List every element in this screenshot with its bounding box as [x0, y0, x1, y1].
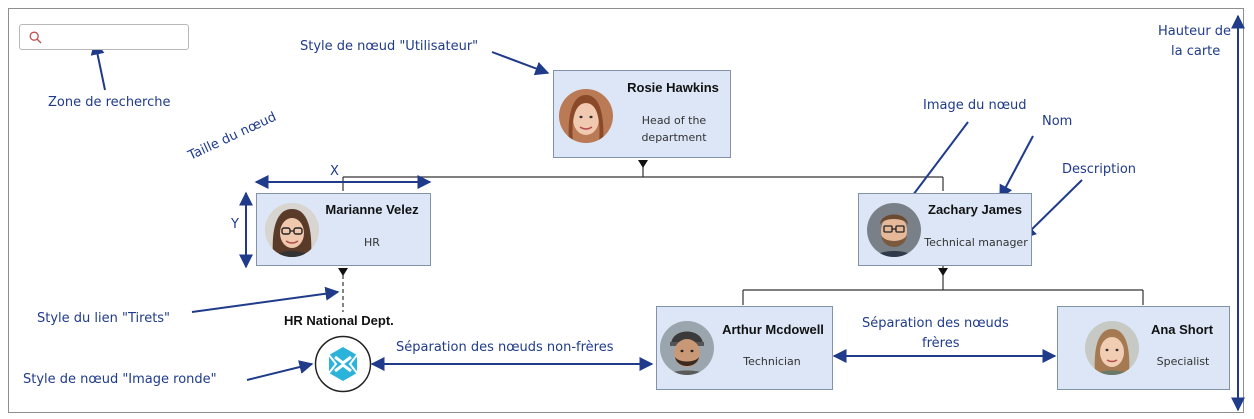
avatar: [559, 89, 613, 143]
node-ana-short[interactable]: Ana Short Specialist: [1057, 306, 1230, 390]
annotation-map-height-line1: Hauteur de: [1158, 24, 1232, 39]
node-name: Marianne Velez: [325, 202, 419, 217]
annotation-name: Nom: [1042, 114, 1073, 129]
annotation-search-zone: Zone de recherche: [48, 95, 171, 110]
arrow-description: [1022, 179, 1083, 239]
node-description: Specialist: [1156, 355, 1210, 368]
arrow-node-image: [903, 121, 969, 209]
connector-handle-rosie: [638, 160, 648, 168]
annotation-round-image-style: Style de nœud "Image ronde": [23, 372, 217, 387]
node-description: Head of the department: [641, 114, 707, 144]
avatar: [660, 321, 714, 375]
node-name: Rosie Hawkins: [627, 80, 719, 95]
annotation-description: Description: [1062, 162, 1137, 177]
node-description: Technician: [743, 355, 801, 368]
node-marianne-velez[interactable]: Marianne Velez HR: [256, 193, 431, 266]
connector-handle-zachary: [938, 268, 948, 276]
annotation-map-height-line2: la carte: [1171, 44, 1221, 59]
annotation-x: X: [330, 164, 339, 179]
node-hr-national-dept[interactable]: [314, 335, 372, 393]
annotation-y: Y: [231, 217, 239, 232]
arrow-round-image: [246, 360, 314, 381]
search-input[interactable]: [48, 27, 188, 49]
node-arthur-mcdowell[interactable]: Arthur Mcdowell Technician: [656, 306, 833, 390]
node-description: HR: [364, 236, 380, 249]
node-description: Technical manager: [924, 236, 1028, 249]
node-name: Ana Short: [1150, 322, 1214, 337]
annotation-user-style: Style de nœud "Utilisateur": [300, 39, 479, 54]
node-name: Arthur Mcdowell: [722, 322, 824, 337]
node-hr-national-dept-title: HR National Dept.: [284, 313, 394, 328]
node-rosie-hawkins[interactable]: Rosie Hawkins Head of the department: [553, 70, 731, 158]
arrow-user-style: [491, 51, 550, 76]
node-name: Zachary James: [928, 202, 1022, 217]
search-box[interactable]: [19, 24, 189, 50]
arrow-search-zone: [90, 40, 106, 91]
avatar: [867, 203, 921, 257]
avatar: [1085, 321, 1139, 375]
annotation-sibling-sep-line1: Séparation des nœuds: [862, 316, 1009, 331]
annotation-link-style: Style du lien "Tirets": [37, 311, 171, 326]
annotation-non-sibling-sep: Séparation des nœuds non-frères: [396, 340, 614, 355]
department-logo-icon: [314, 335, 372, 393]
arrow-link-style: [191, 286, 340, 313]
node-zachary-james[interactable]: Zachary James Technical manager: [858, 193, 1032, 266]
arrow-name: [999, 135, 1034, 200]
annotation-node-image: Image du nœud: [923, 98, 1027, 113]
avatar: [265, 203, 319, 257]
search-icon: [29, 31, 42, 44]
connector-handle-marianne: [338, 268, 348, 276]
annotation-sibling-sep-line2: frères: [922, 336, 960, 351]
